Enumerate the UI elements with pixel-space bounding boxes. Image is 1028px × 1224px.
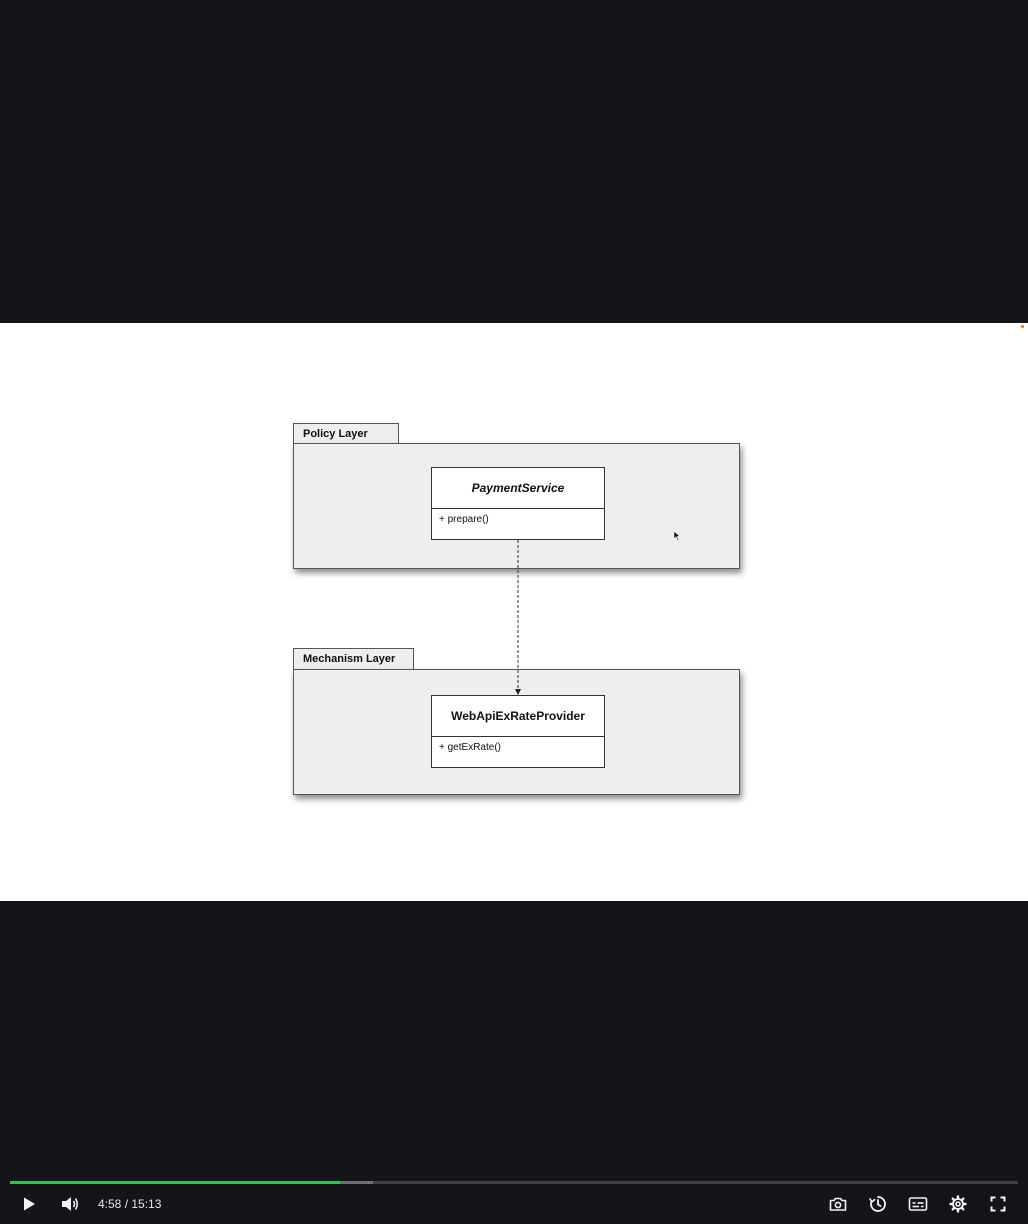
video-frame[interactable] [0,323,1028,901]
recording-indicator [1021,325,1024,328]
camera-icon [829,1197,847,1211]
captions-icon [908,1197,928,1211]
settings-button[interactable] [946,1192,970,1216]
progress-bar[interactable] [10,1181,1018,1184]
fullscreen-icon [990,1196,1006,1212]
time-display: 4:58 / 15:13 [98,1197,162,1211]
captions-button[interactable] [906,1192,930,1216]
policy-layer-tab: Policy Layer [293,423,399,444]
progress-played [10,1181,340,1184]
mechanism-layer-tab: Mechanism Layer [293,648,414,670]
speed-icon [869,1196,886,1212]
play-icon [24,1197,35,1211]
volume-button[interactable] [58,1192,82,1216]
volume-icon [62,1197,79,1211]
payment-service-class: PaymentService + prepare() [431,467,605,540]
settings-icon [949,1195,967,1213]
webapi-exrate-provider-class: WebApiExRateProvider + getExRate() [431,695,605,768]
play-button[interactable] [17,1192,41,1216]
class-method: + getExRate() [439,742,501,753]
class-name: WebApiExRateProvider [432,696,604,737]
playback-speed-button[interactable] [866,1192,890,1216]
fullscreen-button[interactable] [986,1192,1010,1216]
class-method: + prepare() [439,514,489,525]
class-name: PaymentService [432,468,604,509]
screenshot-button[interactable] [826,1192,850,1216]
mouse-cursor-icon [673,530,681,542]
